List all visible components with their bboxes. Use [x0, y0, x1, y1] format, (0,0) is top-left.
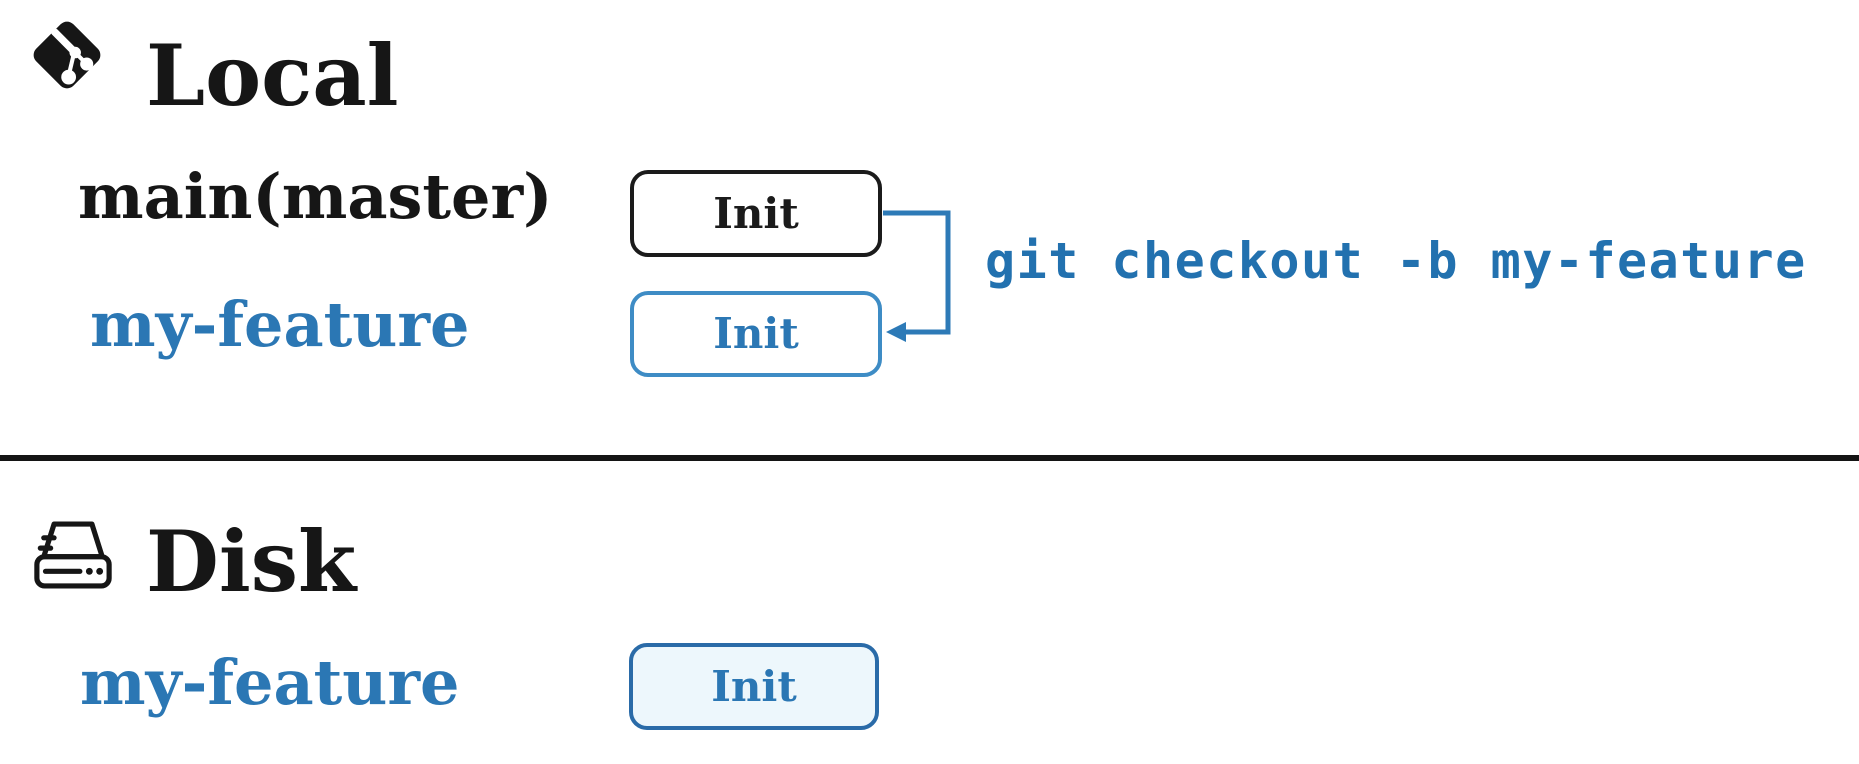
disk-heading: Disk [146, 512, 357, 611]
section-divider [0, 455, 1859, 461]
commit-label: Init [713, 309, 799, 358]
git-icon [33, 21, 101, 89]
hard-drive-icon [34, 521, 112, 589]
branch-label-my-feature-disk: my-feature [80, 646, 460, 719]
checkout-branch-arrow [883, 210, 951, 342]
commit-label: Init [711, 661, 797, 711]
local-heading: Local [146, 26, 399, 125]
branch-label-my-feature-local: my-feature [90, 288, 470, 361]
commit-node-disk-init: Init [629, 643, 879, 730]
commit-label: Init [713, 188, 799, 238]
git-command-text: git checkout -b my-feature [985, 232, 1807, 290]
commit-node-feature-init: Init [630, 291, 882, 377]
branch-label-main-master: main(master) [78, 160, 553, 233]
commit-node-main-init: Init [630, 170, 882, 257]
